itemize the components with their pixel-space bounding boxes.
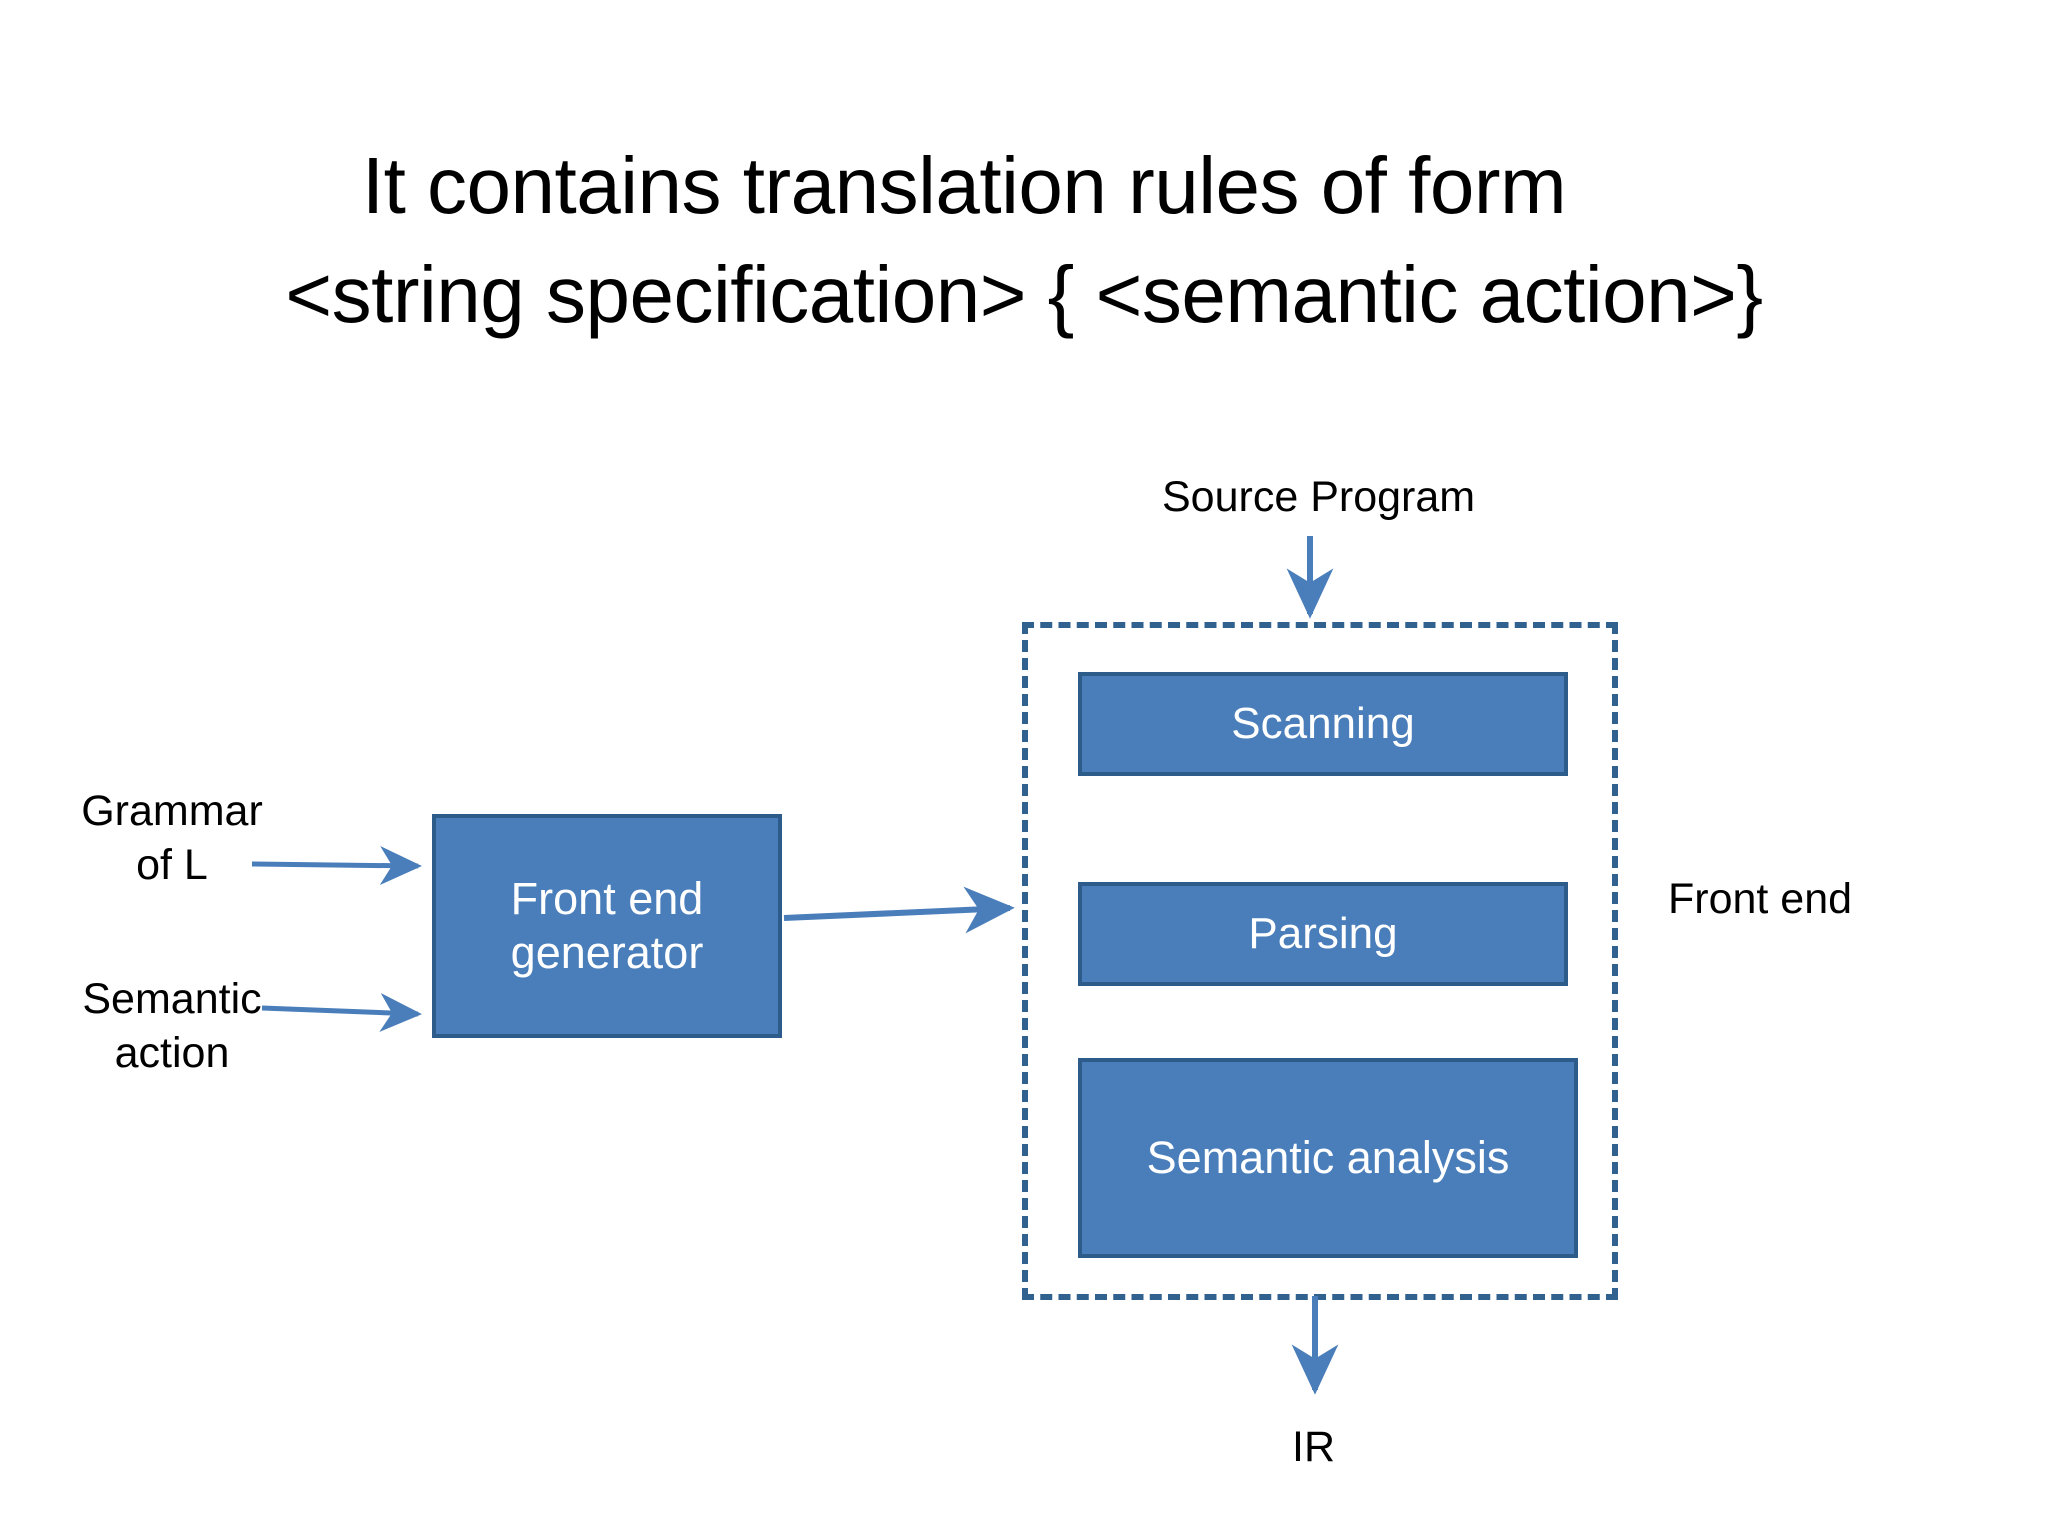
label-front-end: Front end bbox=[1668, 875, 1853, 923]
arrow-semantic-action-to-generator bbox=[261, 993, 422, 1033]
arrow-generator-to-front-end bbox=[783, 886, 1015, 934]
box-scanning[interactable]: Scanning bbox=[1078, 672, 1568, 776]
title-line-2: <string specification> { <semantic actio… bbox=[285, 249, 1763, 339]
box-parsing[interactable]: Parsing bbox=[1078, 882, 1568, 986]
box-front-end-generator[interactable]: Front end generator bbox=[432, 814, 782, 1038]
label-source-program: Source Program bbox=[1162, 473, 1476, 521]
box-semantic-analysis[interactable]: Semantic analysis bbox=[1078, 1058, 1578, 1258]
label-grammar-of-l: Grammar of L bbox=[81, 787, 263, 890]
title-line-1: It contains translation rules of form bbox=[361, 141, 1567, 230]
page-title: It contains translation rules of form <s… bbox=[0, 132, 2048, 350]
label-ir: IR bbox=[1292, 1423, 1335, 1471]
front-end-dashed-group bbox=[1022, 622, 1618, 1300]
label-semantic-action: Semantic action bbox=[82, 975, 262, 1078]
